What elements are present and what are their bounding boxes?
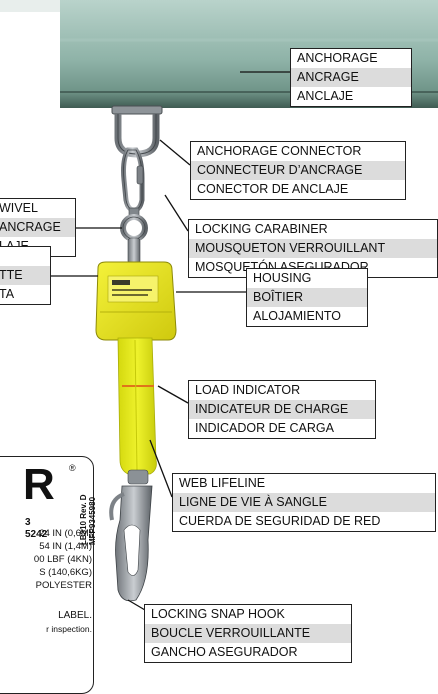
- label-anchorage-connector-fr: CONNECTEUR D’ANCRAGE: [191, 161, 405, 180]
- spec-force: 00 LBF (4KN): [33, 554, 92, 565]
- label-load-indicator: LOAD INDICATOR INDICATEUR DE CHARGE INDI…: [188, 380, 376, 439]
- label-locking-snap-hook-es: GANCHO ASEGURADOR: [151, 645, 298, 659]
- label-swivel-fr: ANCRAGE: [0, 218, 75, 237]
- spec-label-card: R ® LB310 Rev. D MFP9345980 3 5242: [0, 456, 97, 694]
- label-locking-carabiner-en: LOCKING CARABINER: [195, 222, 328, 236]
- label-anchorage-en: ANCHORAGE: [297, 51, 378, 65]
- spec-footer-inspection: r inspection.: [46, 624, 92, 634]
- label-locking-snap-hook-fr: BOUCLE VERROUILLANTE: [145, 624, 351, 643]
- label-housing: HOUSING BOÎTIER ALOJAMIENTO: [246, 268, 368, 327]
- registered-mark: ®: [69, 463, 76, 473]
- label-locking-snap-hook: LOCKING SNAP HOOK BOUCLE VERROUILLANTE G…: [144, 604, 352, 663]
- label-housing-en: HOUSING: [253, 271, 312, 285]
- label-swivel-en: WIVEL: [0, 201, 38, 215]
- label-web-lifeline-fr: LIGNE DE VIE À SANGLE: [173, 493, 435, 512]
- swivel: [120, 207, 148, 265]
- spec-capacity: S (140,6KG): [39, 567, 92, 578]
- leader-lines: [50, 71, 290, 611]
- d-ring-anchorage-connector: [111, 105, 163, 158]
- label-housing-fr: BOÎTIER: [247, 288, 367, 307]
- model-number-2: 5242: [25, 529, 48, 540]
- locking-snap-hook: [109, 469, 153, 602]
- label-partial-left-en: [0, 247, 50, 266]
- spec-footer-label: LABEL.: [58, 610, 92, 621]
- label-load-indicator-es: INDICADOR DE CARGA: [195, 421, 334, 435]
- label-web-lifeline: WEB LIFELINE LIGNE DE VIE À SANGLE CUERD…: [172, 473, 436, 532]
- label-swivel: WIVEL ANCRAGE LAJE: [0, 198, 76, 257]
- label-anchorage-connector-en: ANCHORAGE CONNECTOR: [197, 144, 362, 158]
- label-load-indicator-en: LOAD INDICATOR: [195, 383, 301, 397]
- label-locking-carabiner: LOCKING CARABINER MOUSQUETON VERROUILLAN…: [188, 219, 438, 278]
- label-partial-left-es: TA: [0, 287, 15, 301]
- label-partial-left-fr: TTE: [0, 266, 50, 285]
- label-anchorage-connector: ANCHORAGE CONNECTOR CONNECTEUR D’ANCRAGE…: [190, 141, 406, 200]
- label-anchorage: ANCHORAGE ANCRAGE ANCLAJE: [290, 48, 412, 107]
- model-number-1: 3: [25, 517, 31, 528]
- spec-material: POLYESTER: [35, 580, 92, 591]
- web-lifeline: [117, 337, 157, 475]
- spec-extended-length: 54 IN (1,4M): [39, 541, 92, 552]
- locking-carabiner: [121, 147, 145, 213]
- label-web-lifeline-en: WEB LIFELINE: [179, 476, 266, 490]
- label-locking-carabiner-fr: MOUSQUETON VERROUILLANT: [189, 239, 437, 258]
- label-anchorage-es: ANCLAJE: [297, 89, 354, 103]
- label-locking-snap-hook-en: LOCKING SNAP HOOK: [151, 607, 285, 621]
- label-anchorage-fr: ANCRAGE: [291, 68, 411, 87]
- label-web-lifeline-es: CUERDA DE SEGURIDAD DE RED: [179, 514, 381, 528]
- label-load-indicator-fr: INDICATEUR DE CHARGE: [189, 400, 375, 419]
- label-housing-es: ALOJAMIENTO: [253, 309, 341, 323]
- spec-length: 24 IN (0,6M): [39, 528, 92, 539]
- housing: [95, 261, 177, 341]
- label-partial-left: TTE TA: [0, 246, 51, 305]
- label-anchorage-connector-es: CONECTOR DE ANCLAJE: [197, 182, 349, 196]
- logo-fragment: R: [23, 460, 55, 509]
